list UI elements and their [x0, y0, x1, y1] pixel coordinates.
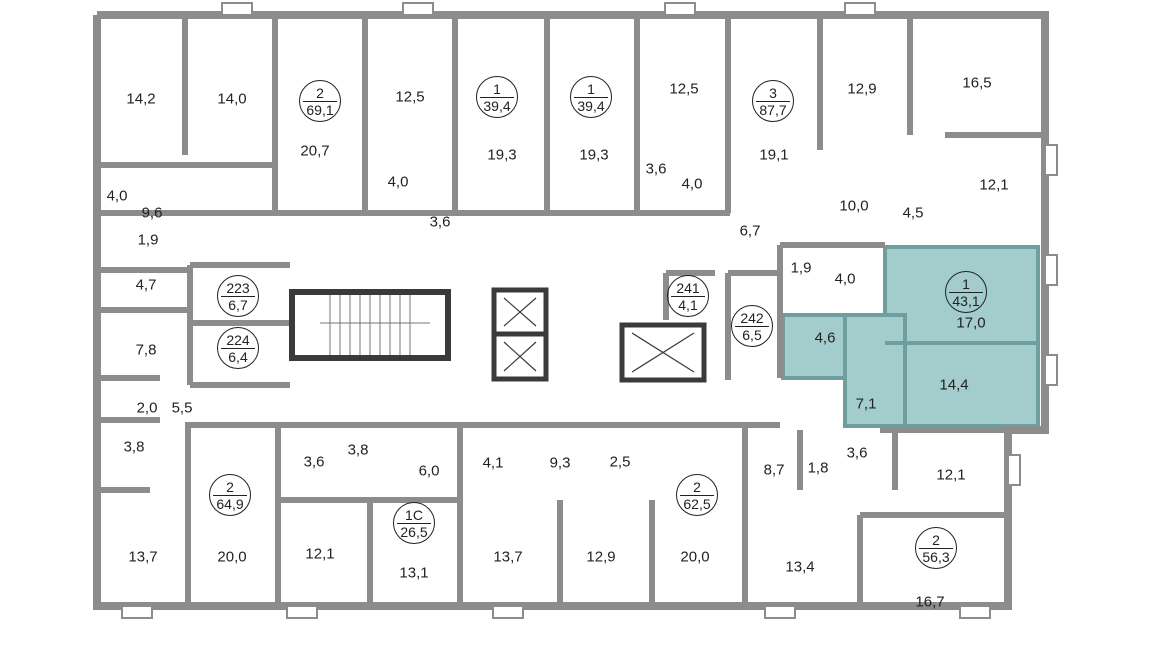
room-area: 13,7 [493, 548, 523, 566]
room-area: 12,5 [669, 80, 699, 98]
room-area: 4,1 [482, 454, 504, 472]
apartment-badge-rooms: 1 [480, 81, 514, 98]
staircase [289, 289, 451, 361]
room-area: 5,5 [171, 399, 193, 417]
room-area: 6,7 [739, 222, 761, 240]
room-area: 2,0 [136, 399, 158, 417]
room-area: 7,8 [135, 341, 157, 359]
room-area: 17,0 [956, 314, 986, 332]
room-area: 14,2 [126, 90, 156, 108]
room-area: 12,9 [586, 548, 616, 566]
apartment-badge-rooms: 2 [303, 85, 337, 102]
apartment-badge-area: 69,1 [306, 101, 334, 118]
room-area: 1,9 [790, 259, 812, 277]
apartment-badge-area: 87,7 [759, 101, 787, 118]
service-room-badge-area: 4,1 [678, 296, 698, 313]
selected-apartment-bath [781, 313, 847, 380]
room-area: 1,8 [807, 459, 829, 477]
apartment-badge-area: 64,9 [216, 495, 244, 512]
room-area: 3,6 [429, 213, 451, 231]
room-area: 7,1 [855, 395, 877, 413]
room-area: 4,7 [135, 276, 157, 294]
room-area: 12,5 [395, 88, 425, 106]
room-area: 2,5 [609, 453, 631, 471]
service-room-badge-area: 6,4 [228, 348, 248, 365]
room-area: 3,8 [347, 441, 369, 459]
service-room-badge-number: 224 [221, 332, 255, 349]
apartment-badge-rooms: 1 [949, 276, 983, 293]
service-room-badge-area: 6,5 [742, 326, 762, 343]
room-area: 4,0 [387, 173, 409, 191]
service-room-badge-number: 242 [735, 310, 769, 327]
room-area: 20,0 [680, 548, 710, 566]
elevator-shafts [491, 287, 707, 383]
apartment-badge-rooms: 2 [919, 532, 953, 549]
room-area: 9,6 [141, 204, 163, 222]
room-area: 19,3 [487, 146, 517, 164]
apartment-badge-rooms: 2 [680, 479, 714, 496]
room-area: 3,8 [123, 438, 145, 456]
apartment-badge-area: 26,5 [400, 523, 428, 540]
room-area: 14,4 [939, 376, 969, 394]
apartment-badge-rooms: 2 [213, 479, 247, 496]
room-area: 4,0 [681, 175, 703, 193]
room-area: 14,0 [217, 90, 247, 108]
room-area: 6,0 [418, 462, 440, 480]
room-area: 10,0 [839, 197, 869, 215]
apartment-badge-area: 43,1 [952, 292, 980, 309]
room-area: 16,5 [962, 74, 992, 92]
room-area: 3,6 [846, 444, 868, 462]
selected-apartment-hall [843, 313, 907, 428]
room-area: 12,1 [979, 176, 1009, 194]
service-room-badge-number: 241 [671, 280, 705, 297]
room-area: 13,1 [399, 564, 429, 582]
apartment-badge-area: 39,4 [483, 97, 511, 114]
service-room-badge-number: 223 [221, 280, 255, 297]
apartment-badge-rooms: 3 [756, 85, 790, 102]
room-area: 4,6 [814, 329, 836, 347]
apartment-badge-area: 56,3 [922, 548, 950, 565]
room-area: 4,0 [834, 270, 856, 288]
room-area: 12,1 [936, 466, 966, 484]
room-area: 12,9 [847, 80, 877, 98]
room-area: 16,7 [915, 593, 945, 611]
room-area: 19,3 [579, 146, 609, 164]
room-area: 13,4 [785, 558, 815, 576]
room-area: 4,0 [106, 187, 128, 205]
apartment-badge-area: 39,4 [577, 97, 605, 114]
apartment-badge-rooms: 1С [397, 507, 431, 524]
room-area: 4,5 [902, 204, 924, 222]
room-area: 1,9 [137, 231, 159, 249]
service-room-badge-area: 6,7 [228, 296, 248, 313]
room-area: 20,7 [300, 142, 330, 160]
apartment-badge-area: 62,5 [683, 495, 711, 512]
room-area: 3,6 [303, 453, 325, 471]
room-area: 3,6 [645, 160, 667, 178]
room-area: 13,7 [128, 548, 158, 566]
room-area: 12,1 [305, 545, 335, 563]
apartment-badge-rooms: 1 [574, 81, 608, 98]
room-area: 20,0 [217, 548, 247, 566]
room-area: 8,7 [763, 461, 785, 479]
room-area: 19,1 [759, 146, 789, 164]
room-area: 9,3 [549, 454, 571, 472]
